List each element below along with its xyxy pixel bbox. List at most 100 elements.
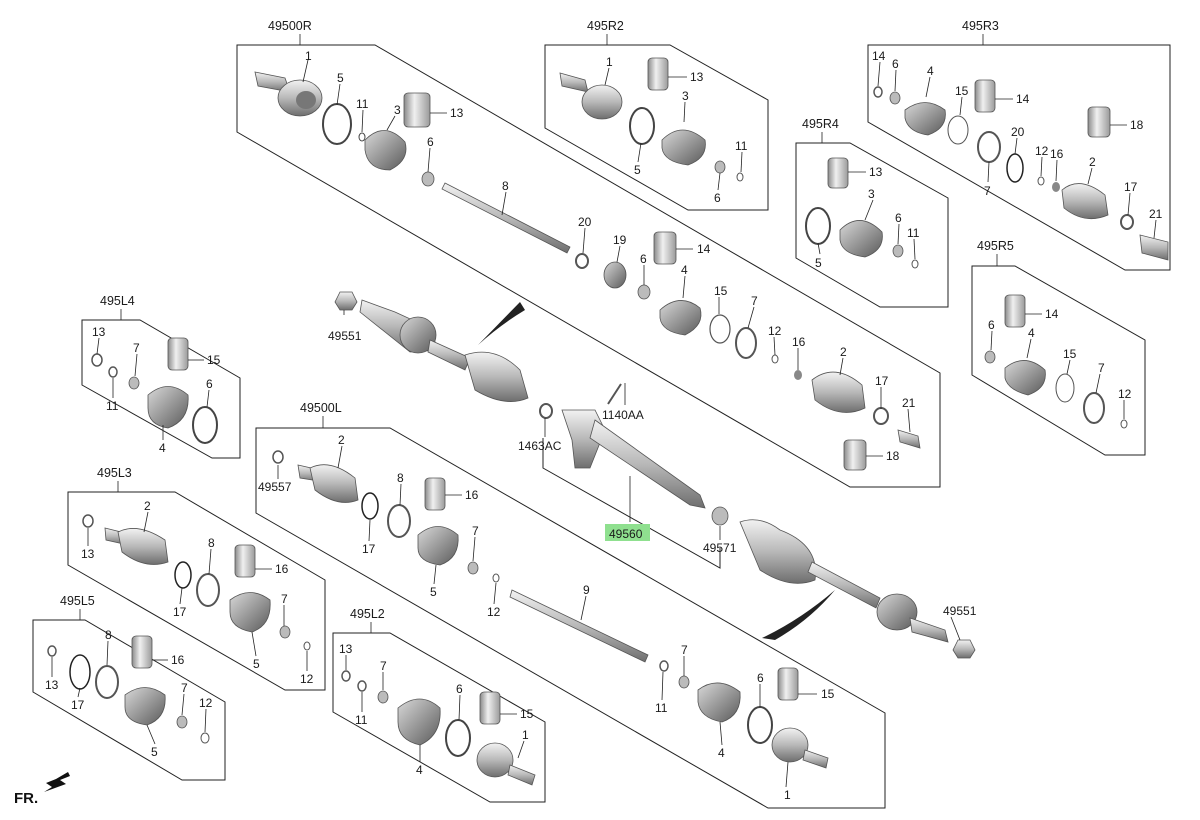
small-clamp-part	[492, 573, 500, 583]
callout-label: 1	[305, 49, 312, 63]
group-frame-495L3	[67, 491, 326, 691]
small-clamp-part	[736, 172, 744, 182]
small-ring-part	[341, 670, 351, 682]
boot-clamp-band-part	[977, 131, 1001, 163]
front-arrow-icon	[44, 772, 70, 792]
cv-boot-part	[364, 130, 407, 171]
cv-boot-part	[229, 592, 271, 633]
callout-label: 16	[275, 562, 289, 576]
callout-label: 15	[821, 687, 835, 701]
callout-label: 21	[1149, 207, 1163, 221]
callout-label: 7	[472, 524, 479, 538]
grease-pack-part	[403, 92, 431, 128]
callout-label: 6	[427, 135, 434, 149]
grease-pack-part	[479, 691, 501, 725]
front-label: FR.	[14, 790, 38, 807]
snap-ring-part	[69, 654, 91, 690]
callout-label: 13	[690, 70, 704, 84]
boot-clamp-band-part	[196, 573, 220, 607]
grease-pack-part	[131, 635, 153, 669]
small-clamp-part	[771, 354, 779, 364]
boot-ring-part	[377, 690, 389, 704]
inner-cv-joint-part	[811, 371, 866, 413]
callout-label: 16	[465, 488, 479, 502]
callout-label: 5	[253, 657, 260, 671]
callout-labels: 1 5 11 3 13 6 8 20 19 14 6 4 15 7 12 16 …	[45, 49, 1163, 802]
callout-label: 7	[984, 184, 991, 198]
assembly-arrow	[762, 590, 835, 640]
small-clamp-part	[200, 732, 210, 744]
group-frame-495L4	[81, 319, 241, 459]
callout-label: 6	[714, 191, 721, 205]
callout-label: 11	[735, 139, 748, 153]
grease-pack-part	[234, 544, 256, 578]
dust-cover-part	[897, 429, 921, 449]
callout-label: 6	[757, 671, 764, 685]
callout-label: 8	[105, 628, 112, 642]
boot-ring-part	[714, 160, 726, 174]
callout-label: 15	[520, 707, 534, 721]
callout-label: 12	[768, 324, 782, 338]
grease-pack-part	[827, 157, 849, 189]
snap-ring-part	[1006, 153, 1024, 183]
small-ring-part	[108, 366, 118, 378]
outer-cv-joint-part	[559, 72, 589, 93]
callout-label: 6	[895, 211, 902, 225]
callout-label: 5	[634, 163, 641, 177]
callout-label: 4	[681, 263, 688, 277]
left-driveshaft-assembly-part	[739, 519, 976, 659]
boot-ring-part	[984, 350, 996, 364]
boot-ring-part	[421, 171, 435, 187]
callout-label: 2	[1089, 155, 1096, 169]
callout-label: 17	[173, 605, 187, 619]
callout-label: 7	[681, 643, 688, 657]
cv-boot-part	[659, 300, 702, 336]
snap-ring-part	[1120, 214, 1134, 230]
callout-label: 12	[487, 605, 501, 619]
callout-label: 11	[907, 226, 920, 240]
callout-label: 14	[1016, 92, 1030, 106]
bolt-part	[607, 383, 622, 405]
callout-label-highlighted[interactable]: 49560	[609, 527, 643, 541]
boot-clamp-band-part	[805, 207, 831, 245]
callout-label: 14	[697, 242, 711, 256]
small-ring-part	[47, 645, 57, 657]
callout-label: 11	[355, 713, 368, 727]
group-label: 495L3	[97, 466, 132, 480]
callout-label: 13	[450, 106, 464, 120]
callout-label: 6	[206, 377, 213, 391]
right-driveshaft-assembly-part	[334, 291, 529, 402]
callout-label: 5	[151, 745, 158, 759]
callout-label: 15	[1063, 347, 1077, 361]
callout-label: 4	[416, 763, 423, 777]
group-label: 495R3	[962, 19, 999, 33]
callout-label: 19	[613, 233, 627, 247]
grease-pack-part	[843, 439, 867, 471]
callout-label: 17	[71, 698, 85, 712]
callout-label: 49571	[703, 541, 737, 555]
grease-pack-part	[424, 477, 446, 511]
callout-label: 18	[886, 449, 900, 463]
group-label: 49500R	[268, 19, 312, 33]
callout-label: 11	[655, 701, 668, 715]
grease-pack-part	[167, 337, 189, 371]
group-frame-495R4	[795, 142, 949, 308]
inner-cv-joint-part	[1061, 183, 1109, 220]
boot-clamp-band-part	[629, 107, 655, 145]
callout-label: 15	[207, 353, 221, 367]
dust-cover-part	[1139, 234, 1169, 261]
callout-label: 17	[875, 374, 889, 388]
group-label: 495L2	[350, 607, 385, 621]
callout-label: 2	[144, 499, 151, 513]
outer-cv-joint-part	[507, 764, 536, 786]
callout-label: 4	[159, 441, 166, 455]
boot-ring-part	[892, 244, 904, 258]
callout-label: 7	[181, 681, 188, 695]
front-direction-marker: FR.	[14, 772, 70, 807]
group-frame-495L5	[32, 619, 226, 781]
callout-label: 4	[718, 746, 725, 760]
grease-pack-part	[974, 79, 996, 113]
dust-seal-part	[711, 506, 729, 526]
circlip-part	[794, 370, 802, 380]
